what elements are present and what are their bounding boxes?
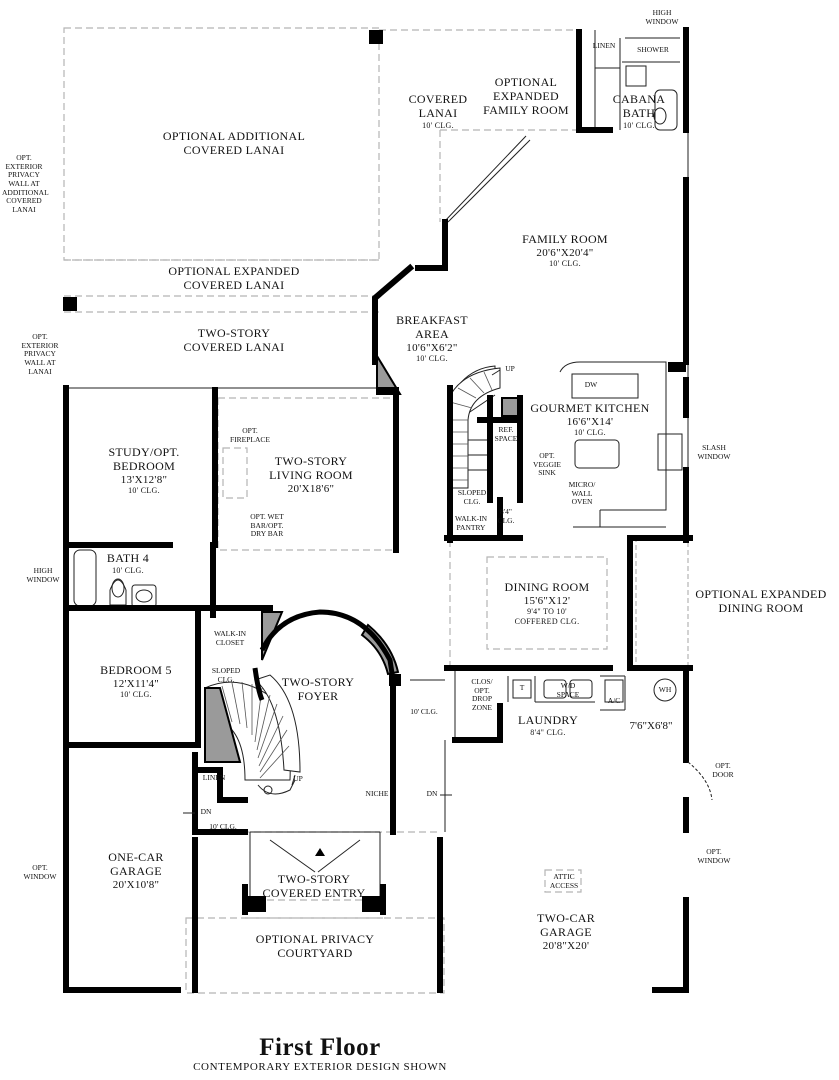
shaded-areas [204,352,519,763]
label-attic-access: ATTIC ACCESS [549,872,579,890]
label-opt-wet-bar: OPT. WET BAR/OPT. DRY BAR [250,512,284,539]
label-up-kitchen-stair: UP [505,364,515,373]
label-shower: SHOWER [637,45,669,54]
label-dining-room: DINING ROOM 15'6"X12' 9'4" TO 10' COFFER… [504,580,590,626]
label-t: T [519,683,525,692]
label-dw: DW [584,380,598,389]
label-dn-right: DN [426,789,438,798]
label-sloped-clg-kitchen: SLOPED CLG. [457,488,487,506]
label-optional-expanded-dining-room: OPTIONAL EXPANDED DINING ROOM [695,587,827,615]
label-optional-privacy-courtyard: OPTIONAL PRIVACY COURTYARD [255,932,375,960]
label-laundry: LAUNDRY 8'4" CLG. [517,713,579,737]
label-clg-10-garage-left: 10' CLG. [209,822,237,831]
label-two-story-foyer: TWO-STORY FOYER [281,675,355,703]
label-walk-in-pantry: WALK-IN PANTRY [454,514,488,532]
label-sloped-clg-foyer: SLOPED CLG. [211,666,241,684]
label-ref-space: REF. SPACE [494,425,518,443]
entry-arrow [315,848,325,856]
label-slash-window: SLASH WINDOW [697,443,731,461]
optional-area-outlines [63,27,689,994]
foyer-curved-wall [259,609,396,681]
label-optional-additional-covered-lanai: OPTIONAL ADDITIONAL COVERED LANAI [162,129,306,157]
label-up-foyer: UP [293,774,303,783]
columns [63,30,686,912]
label-breakfast-area: BREAKFAST AREA 10'6"X6'2" 10' CLG. [396,313,468,364]
label-ac: A/C [607,696,621,705]
label-two-car-garage: TWO-CAR GARAGE 20'8"X20' [536,911,596,952]
plan-title: First Floor [259,1034,381,1061]
label-family-room: FAMILY ROOM 20'6"X20'4" 10' CLG. [522,232,608,269]
label-study: STUDY/OPT. BEDROOM 13'X12'8" 10' CLG. [108,445,180,496]
label-dn-left: DN [200,807,212,816]
label-two-story-covered-lanai: TWO-STORY COVERED LANAI [183,326,285,354]
label-two-story-living-room: TWO-STORY LIVING ROOM 20'X18'6" [269,454,353,495]
label-covered-lanai: COVERED LANAI 10' CLG. [408,92,468,130]
label-walk-in-closet: WALK-IN CLOSET [213,629,247,647]
label-clg-10-hall: 10' CLG. [410,707,438,716]
label-optional-expanded-family-room: OPTIONAL EXPANDED FAMILY ROOM [483,75,569,117]
foyer-wall-left [252,667,265,701]
label-gourmet-kitchen: GOURMET KITCHEN 16'6"X14' 10' CLG. [530,401,650,438]
optional-door-swing [687,761,713,801]
label-clg-8-4: 8'4" CLG. [497,507,515,525]
label-opt-privacy-wall-additional: OPT. EXTERIOR PRIVACY WALL AT ADDITIONAL… [2,153,49,214]
label-opt-veggie-sink: OPT. VEGGIE SINK [533,451,561,478]
entry-doors [269,839,361,873]
label-optional-expanded-covered-lanai: OPTIONAL EXPANDED COVERED LANAI [168,264,300,292]
label-micro-wall-oven: MICRO/ WALL OVEN [568,480,596,507]
label-one-car-garage: ONE-CAR GARAGE 20'X10'8" [108,850,164,891]
label-high-window-top: HIGH WINDOW [645,8,679,26]
label-bath-4: BATH 4 10' CLG. [106,551,150,575]
label-opt-window-right: OPT. WINDOW [697,847,731,865]
plan-subtitle: CONTEMPORARY EXTERIOR DESIGN SHOWN [193,1061,447,1073]
label-high-window-left: HIGH WINDOW [26,566,60,584]
label-wd-space: W/D SPACE [556,681,580,699]
label-linen-top: LINEN [592,41,616,50]
label-opt-door: OPT. DOOR [712,761,734,779]
stair-arrows [183,369,501,814]
label-two-story-covered-entry: TWO-STORY COVERED ENTRY [262,872,366,900]
label-opt-privacy-wall-lanai: OPT. EXTERIOR PRIVACY WALL AT LANAI [21,332,59,376]
label-opt-window-left: OPT. WINDOW [23,863,57,881]
label-bedroom-5: BEDROOM 5 12'X11'4" 10' CLG. [100,663,172,700]
label-wh: WH [658,685,672,694]
label-dims-7-6: 7'6"X6'8" [629,720,673,732]
label-clos-opt-drop-zone: CLOS/ OPT. DROP ZONE [471,677,493,712]
label-cabana-bath: CABANA BATH 10' CLG. [612,92,666,130]
foyer-staircase [204,674,301,795]
label-niche: NICHE [365,789,389,798]
label-opt-fireplace: OPT. FIREPLACE [229,426,270,444]
walls [63,27,693,993]
label-linen-lower: LINEN [202,773,226,782]
